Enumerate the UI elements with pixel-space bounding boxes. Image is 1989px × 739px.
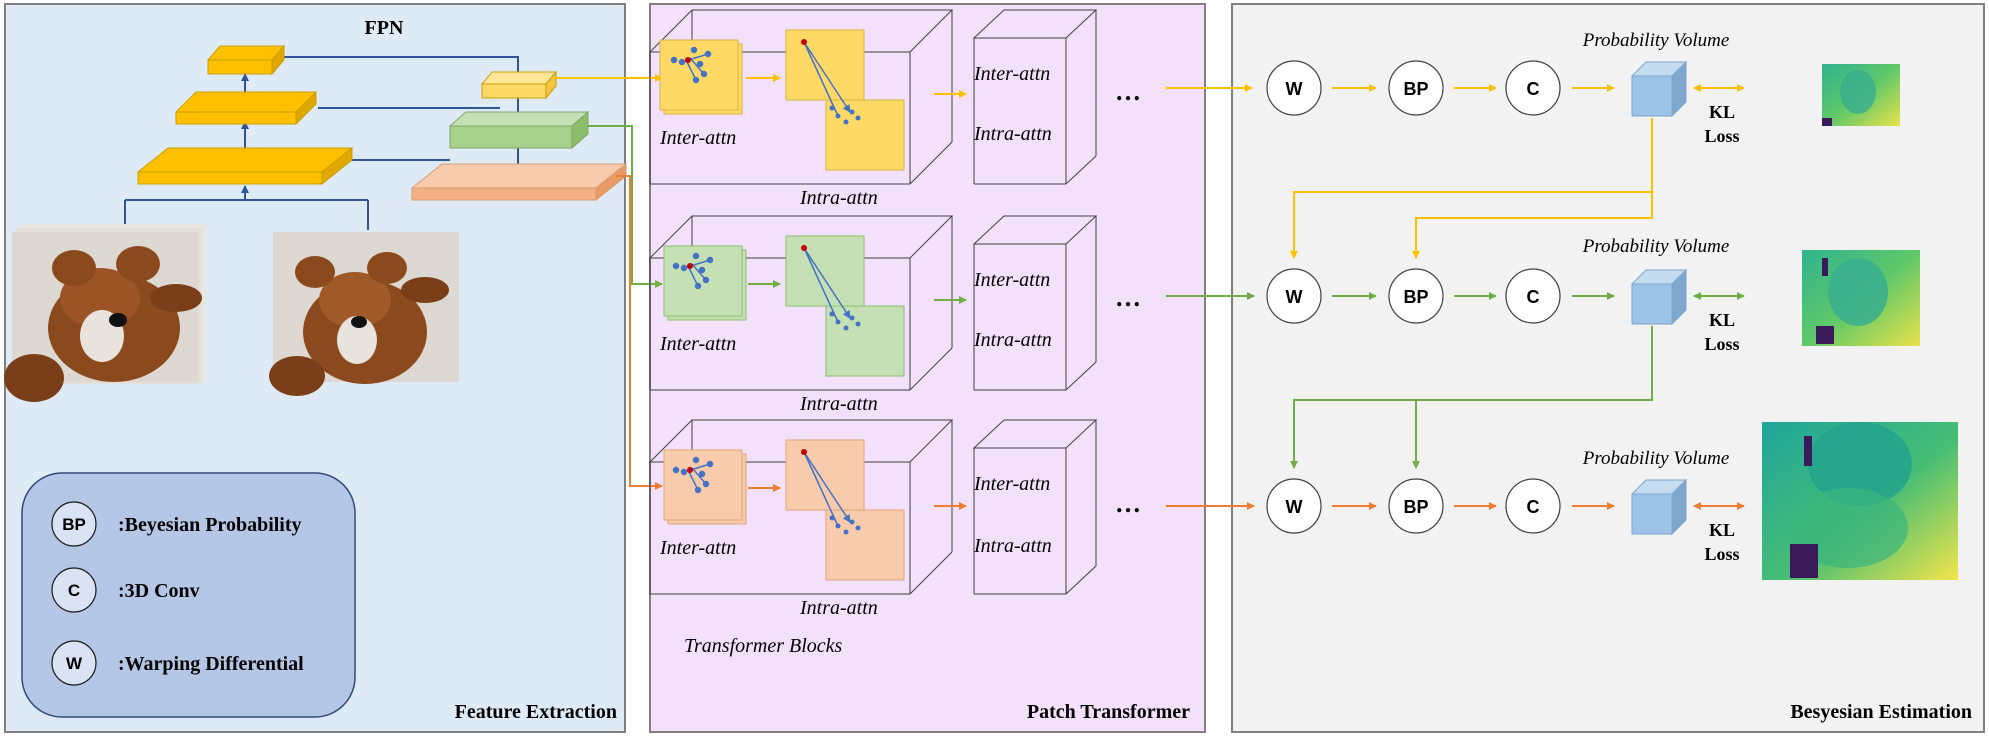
stage2-kl-label: KL xyxy=(1709,310,1735,330)
fpn-output-stage3 xyxy=(410,162,628,202)
fpn-label: FPN xyxy=(365,17,404,39)
stage3-intra-attn-label: Intra-attn xyxy=(799,597,878,619)
stage3-bp-label: BP xyxy=(1403,497,1428,517)
legend-item-w: W :Warping Differential xyxy=(51,640,304,686)
stage3-input-arrow xyxy=(616,175,663,490)
legend-w-text: :Warping Differential xyxy=(118,653,304,675)
stage1-repeat-intra-attn: Intra-attn xyxy=(973,123,1052,145)
stage3-ellipsis: … xyxy=(1115,489,1141,518)
transformer-block-stage3-repeat xyxy=(972,419,1098,595)
stage2-intra-attn-label: Intra-attn xyxy=(799,393,878,415)
legend-item-c: C :3D Conv xyxy=(51,567,200,613)
stage2-input-arrow xyxy=(588,125,663,288)
stage2-warp-node xyxy=(1266,268,1322,324)
transformer-block-stage2-repeat xyxy=(972,215,1098,391)
stage3-depth-map xyxy=(1762,422,1958,580)
legend-box xyxy=(21,472,356,718)
stage1-inter-attn-label: Inter-attn xyxy=(659,127,736,149)
stage1-prob-volume-label: Probability Volume xyxy=(1582,30,1730,51)
stage3-conv-node xyxy=(1505,478,1561,534)
stage2-ellipsis: … xyxy=(1115,283,1141,312)
stage3-bp-node xyxy=(1388,478,1444,534)
patch-transformer-title: Patch Transformer xyxy=(1027,701,1190,723)
legend-item-bp: BP :Beyesian Probability xyxy=(51,501,302,547)
stage3-repeat-intra-attn: Intra-attn xyxy=(973,535,1052,557)
transformer-block-stage1: Inter-attn Intra-attn xyxy=(648,9,954,209)
stage1-bp-label: BP xyxy=(1403,79,1428,99)
fpn-output-stage2 xyxy=(448,110,590,150)
stage2-repeat-inter-attn: Inter-attn xyxy=(973,269,1050,291)
stage1-conv-label: C xyxy=(1527,79,1540,99)
stage1-intra-attn-label: Intra-attn xyxy=(799,187,878,209)
fpn-output-stage1 xyxy=(480,70,558,100)
patch-transformer-panel xyxy=(649,3,1206,733)
stage1-depth-map xyxy=(1822,64,1900,126)
transformer-block-stage3: Inter-attn Intra-attn xyxy=(648,419,954,619)
stage2-depth-map xyxy=(1802,250,1920,346)
fpn-bottom-up-layer-2 xyxy=(174,90,318,126)
stage3-kl-label: KL xyxy=(1709,520,1735,540)
stage3-prob-volume-label: Probability Volume xyxy=(1582,448,1730,469)
stage1-to-stage2-bp-feedback xyxy=(1412,192,1653,259)
transformer-block-stage2: Inter-attn Intra-attn xyxy=(648,215,954,415)
stage1-ellipsis: … xyxy=(1115,77,1141,106)
stage3-repeat-inter-attn: Inter-attn xyxy=(973,473,1050,495)
fpn-bottom-up-layer-1 xyxy=(136,146,354,186)
stage3-loss-label: Loss xyxy=(1704,544,1739,564)
reference-image xyxy=(269,232,459,396)
stage2-loss-label: Loss xyxy=(1704,334,1739,354)
stage1-warp-label: W xyxy=(1286,79,1303,99)
stage3-conv-label: C xyxy=(1527,497,1540,517)
stage3-ops: W BP C xyxy=(1266,478,1615,534)
stage1-repeat-inter-attn: Inter-attn xyxy=(973,63,1050,85)
stage1-conv-node xyxy=(1505,60,1561,116)
stage1-ops: W BP C xyxy=(1266,60,1615,116)
source-images-stack xyxy=(4,224,206,402)
legend-bp-symbol: BP xyxy=(62,515,86,534)
stage3-warp-label: W xyxy=(1286,497,1303,517)
stage2-conv-node xyxy=(1505,268,1561,324)
stage2-prob-volume-label: Probability Volume xyxy=(1582,236,1730,257)
fpn-bottom-up-layer-3 xyxy=(206,44,286,76)
stage2-ops: W BP C xyxy=(1266,268,1615,324)
stage1-bp-node xyxy=(1388,60,1444,116)
legend-bp-text: :Beyesian Probability xyxy=(118,514,302,536)
stage2-to-stage3-feedback xyxy=(1290,326,1653,469)
stage2-bp-label: BP xyxy=(1403,287,1428,307)
stage2-bp-node xyxy=(1388,268,1444,324)
stage2-conv-label: C xyxy=(1527,287,1540,307)
stage3-warp-node xyxy=(1266,478,1322,534)
stage2-probability-volume xyxy=(1630,268,1688,326)
bayesian-estimation-title: Besyesian Estimation xyxy=(1790,701,1972,723)
stage1-probability-volume xyxy=(1630,60,1688,118)
legend-c-text: :3D Conv xyxy=(118,580,200,602)
stage2-inter-attn-label: Inter-attn xyxy=(659,333,736,355)
transformer-blocks-label: Transformer Blocks xyxy=(684,635,843,657)
legend-w-symbol: W xyxy=(66,654,83,673)
stage2-repeat-intra-attn: Intra-attn xyxy=(973,329,1052,351)
stage1-kl-label: KL xyxy=(1709,102,1735,122)
stage2-warp-label: W xyxy=(1286,287,1303,307)
stage1-to-stage2-feedback xyxy=(1290,118,1653,259)
stage3-probability-volume xyxy=(1630,478,1688,536)
legend-c-symbol: C xyxy=(68,581,80,600)
feature-extraction-title: Feature Extraction xyxy=(455,701,617,723)
transformer-block-stage1-repeat xyxy=(972,9,1098,185)
stage3-inter-attn-label: Inter-attn xyxy=(659,537,736,559)
stage1-loss-label: Loss xyxy=(1704,126,1739,146)
stage1-warp-node xyxy=(1266,60,1322,116)
